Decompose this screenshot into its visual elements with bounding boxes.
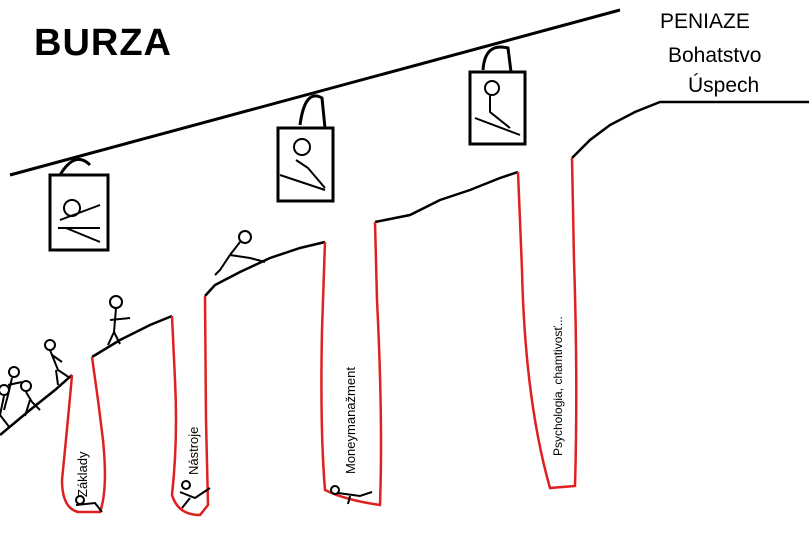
terrain [0,100,809,436]
gap-label-psychology: Psychologia, chamtivosť... [551,316,565,456]
gondola-3 [468,45,527,146]
goal-money: PENIAZE [660,10,750,33]
crevices [60,157,578,517]
crevice-1 [60,356,107,514]
crevice-2 [170,295,210,517]
gap-label-tools: Nástroje [186,426,201,475]
crevice-3 [320,221,383,507]
climbers [0,230,373,513]
page-title: BURZA [34,22,172,64]
gondola-2 [276,94,335,203]
crevice-4 [516,157,578,490]
gap-label-basics: Základy [75,451,90,497]
gondola-1 [48,157,110,252]
goal-success: Úspech [688,74,760,97]
gap-label-money-management: Moneymanažment [343,367,358,474]
goal-wealth: Bohatstvo [668,44,762,67]
cable-line [9,8,621,177]
